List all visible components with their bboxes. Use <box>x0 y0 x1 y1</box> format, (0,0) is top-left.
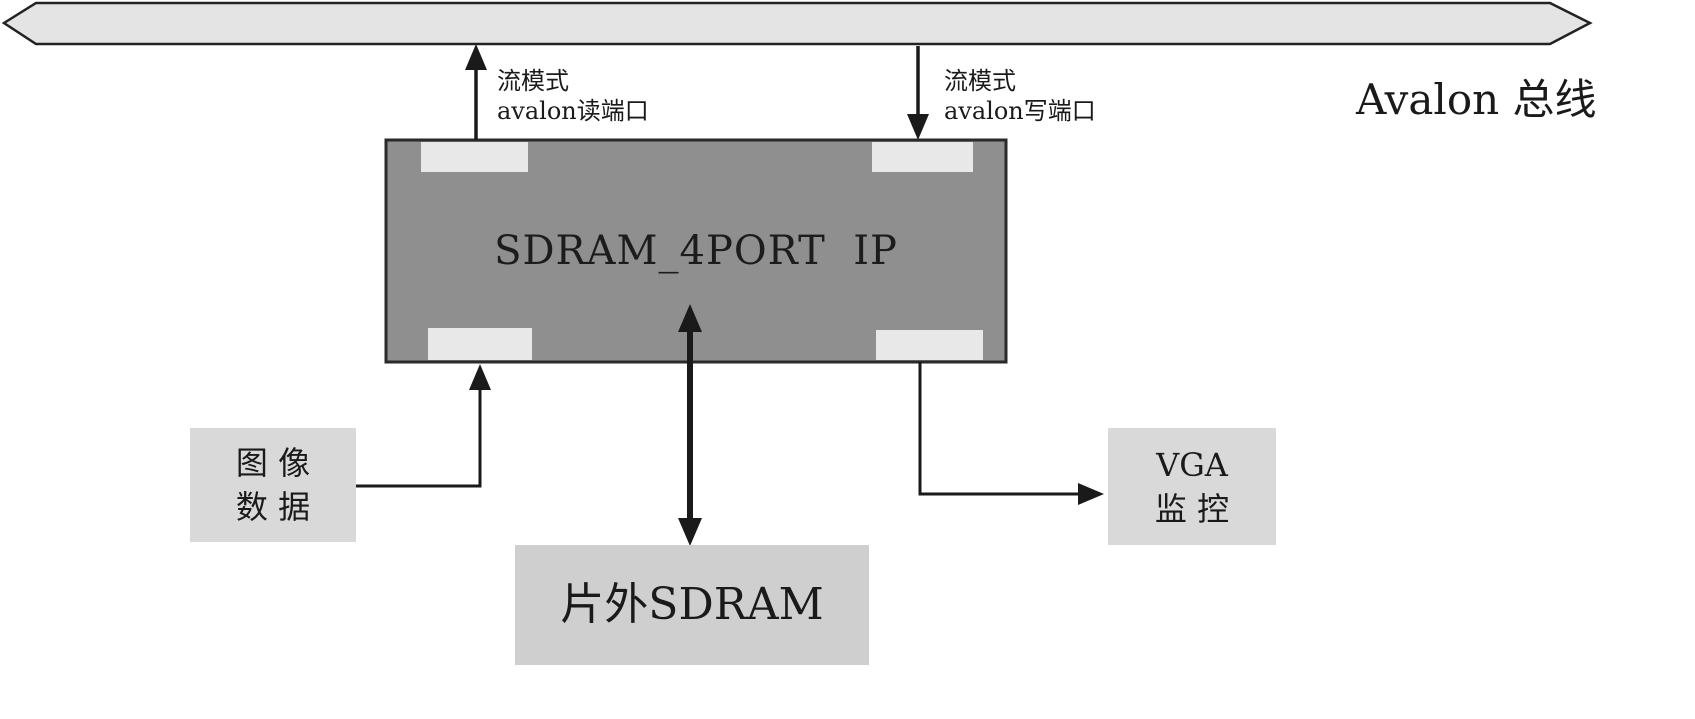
write-port-label-line2: avalon写端口 <box>944 97 1096 125</box>
port-tab-top-right <box>872 142 973 172</box>
read-port-label-line2: avalon读端口 <box>497 97 649 125</box>
avalon-bus-label: Avalon 总线 <box>1356 75 1597 124</box>
read-port-label: 流模式 avalon读端口 <box>497 66 649 126</box>
external-sdram-label: 片外SDRAM <box>560 579 824 630</box>
write-port-label-line1: 流模式 <box>944 67 1016 95</box>
vga-label-line1: VGA <box>1156 445 1228 484</box>
write-port-label: 流模式 avalon写端口 <box>944 66 1096 126</box>
port-tab-bottom-right <box>876 330 983 360</box>
external-sdram-node: 片外SDRAM <box>515 545 869 665</box>
write-arrowhead <box>907 114 929 140</box>
image-data-node: 图 像 数 据 <box>190 428 356 542</box>
sdram-arrowhead-up <box>678 304 702 332</box>
read-arrowhead <box>465 44 487 70</box>
vga-label-line2: 监 控 <box>1154 489 1230 528</box>
vga-arrowhead <box>1078 483 1104 505</box>
image-data-connector <box>356 382 482 488</box>
sdram-arrowhead-down <box>678 518 702 546</box>
port-tab-bottom-left <box>428 328 532 360</box>
avalon-bus-shape <box>1 1 1593 46</box>
image-data-arrowhead <box>469 364 491 390</box>
ip-block-label: SDRAM_4PORT IP <box>494 228 898 274</box>
read-port-label-line1: 流模式 <box>497 67 569 95</box>
vga-connector <box>918 362 1080 496</box>
port-tab-top-left <box>421 142 528 172</box>
image-data-label-line2: 数 据 <box>235 488 311 526</box>
image-data-label-line1: 图 像 <box>235 444 311 482</box>
vga-node: VGA 监 控 <box>1108 428 1276 545</box>
